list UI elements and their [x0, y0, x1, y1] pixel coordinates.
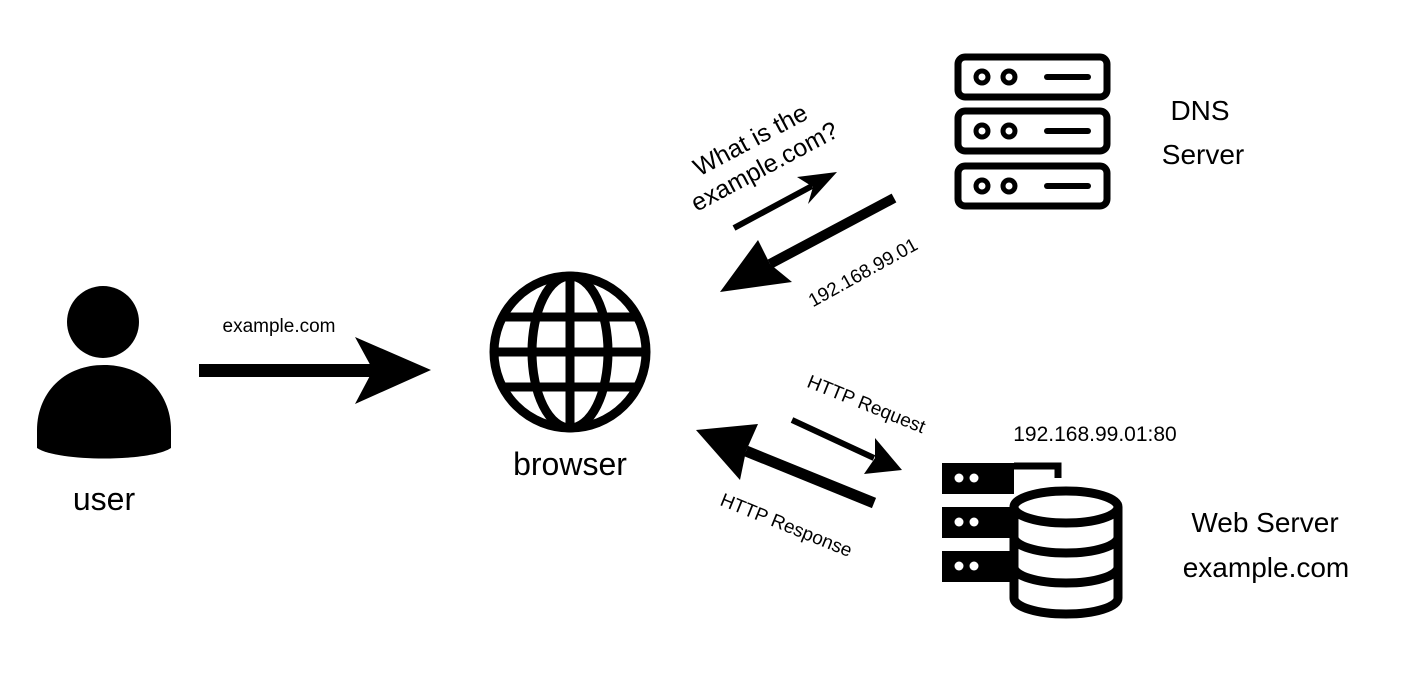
web-server-label-line2: example.com	[1183, 552, 1350, 583]
http-response-arrow	[696, 424, 877, 509]
dns-query-arrow	[732, 172, 837, 231]
user-to-browser-label: example.com	[223, 316, 336, 337]
web-server-label-line1: Web Server	[1191, 507, 1338, 538]
web-server-database-icon	[942, 462, 1123, 619]
http-response-label: HTTP Response	[717, 490, 855, 562]
http-request-arrow	[790, 417, 902, 474]
user-icon	[37, 286, 171, 459]
user-to-browser-arrow	[199, 337, 431, 404]
globe-icon	[489, 271, 651, 433]
web-server-address: 192.168.99.01:80	[1013, 423, 1177, 446]
dns-answer-arrow	[720, 193, 897, 292]
user-label: user	[73, 481, 136, 517]
browser-label: browser	[513, 446, 627, 482]
dns-answer-label: 192.168.99.01	[805, 235, 921, 312]
dns-server-label-line1: DNS	[1170, 95, 1229, 126]
http-request-label: HTTP Request	[804, 372, 929, 439]
server-rack-icon	[954, 53, 1111, 210]
dns-server-label-line2: Server	[1162, 139, 1244, 170]
